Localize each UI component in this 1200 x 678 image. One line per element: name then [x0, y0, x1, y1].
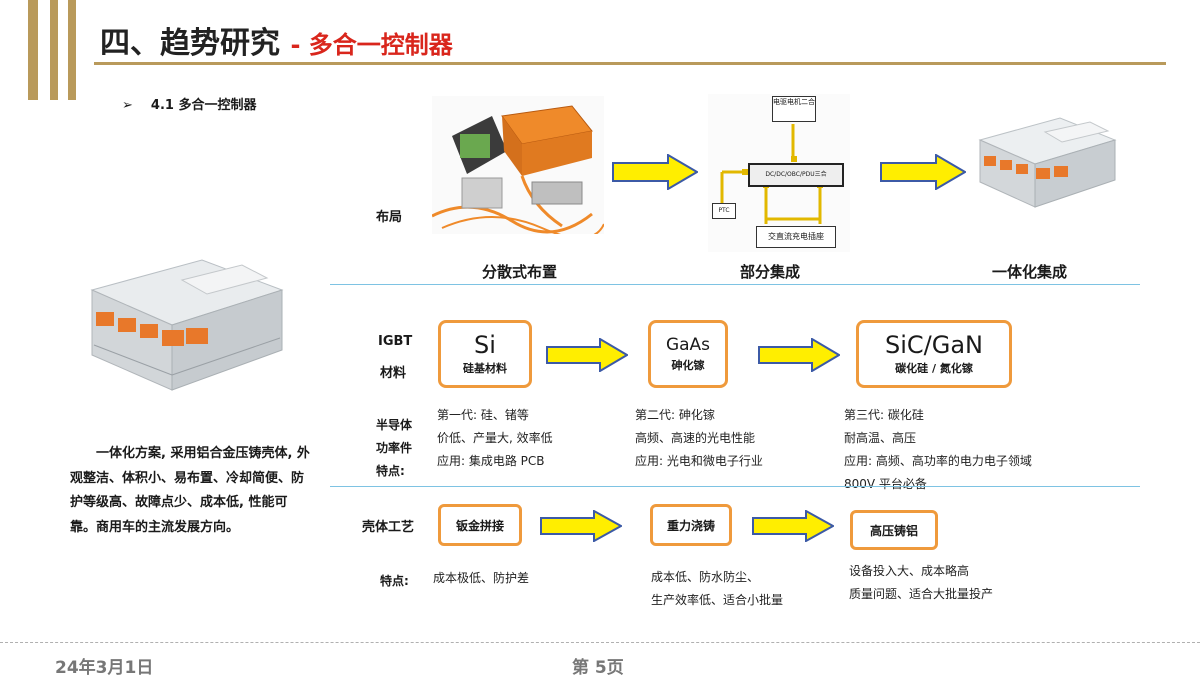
semi-gen2-line1: 第二代: 砷化镓 — [635, 408, 715, 422]
layout-label: 布局 — [376, 210, 403, 225]
semi-gen1-line3: 应用: 集成电路 PCB — [437, 454, 545, 468]
material-gaas-name: 砷化镓 — [671, 359, 705, 372]
semi-gen3-line2: 耐高温、高压 — [844, 431, 917, 445]
integrated-controller-small-image — [978, 117, 1117, 208]
shell-col3: 设备投入大、成本略高 质量问题、适合大批量投产 — [849, 560, 993, 606]
description-text: 一体化方案, 采用铝合金压铸壳体, 外观整洁、体积小、易布置、冷却简便、防护等级… — [70, 446, 310, 535]
material-si-symbol: Si — [474, 331, 496, 359]
section-heading-text: 4.1 多合一控制器 — [150, 98, 257, 113]
shell-col1-line1: 成本极低、防护差 — [433, 571, 530, 585]
arrow-material-1 — [546, 338, 628, 372]
decor-bar-1 — [28, 0, 38, 100]
shell-col2-line2: 生产效率低、适合小批量 — [651, 593, 784, 607]
shell-col1: 成本极低、防护差 — [433, 567, 529, 590]
process-box-gravity-casting: 重力浇铸 — [650, 504, 732, 546]
shell-col3-line2: 质量问题、适合大批量投产 — [849, 587, 994, 601]
material-label: 材料 — [380, 366, 407, 381]
semiconductor-label-2: 功率件 — [376, 441, 413, 455]
footer-page-number: 第 5页 — [572, 653, 624, 678]
material-sic-gan-name: 碳化硅 / 氮化镓 — [895, 362, 973, 375]
semiconductor-col1: 第一代: 硅、锗等 价低、产量大, 效率低 应用: 集成电路 PCB — [437, 404, 553, 473]
diagram-box-left: PTC — [712, 203, 736, 219]
integrated-controller-image — [90, 259, 284, 391]
semi-gen3-line4: 800V 平台必备 — [844, 477, 927, 491]
arrow-layout-1 — [612, 154, 698, 190]
diagram-box-top: 电驱电机二合 — [772, 96, 816, 122]
semiconductor-col3: 第三代: 碳化硅 耐高温、高压 应用: 高频、高功率的电力电子领域 800V 平… — [844, 404, 1032, 496]
separator-1 — [330, 284, 1140, 285]
decor-bar-3 — [68, 0, 76, 100]
diagram-box-bottom: 交直流充电插座 — [756, 226, 836, 248]
arrow-shell-2 — [752, 510, 834, 542]
section-heading: ➢ 4.1 多合一控制器 — [122, 94, 256, 113]
integration-description: 一体化方案, 采用铝合金压铸壳体, 外观整洁、体积小、易布置、冷却简便、防护等级… — [70, 442, 310, 540]
shell-col2: 成本低、防水防尘、 生产效率低、适合小批量 — [651, 566, 783, 612]
material-box-sic-gan: SiC/GaN 碳化硅 / 氮化镓 — [856, 320, 1012, 388]
shell-process-label: 壳体工艺 — [362, 520, 415, 535]
footer-divider — [0, 642, 1200, 643]
semi-gen3-line1: 第三代: 碳化硅 — [844, 408, 924, 422]
semiconductor-label-1: 半导体 — [376, 418, 413, 432]
column-header-distributed: 分散式布置 — [482, 263, 558, 281]
semiconductor-col2: 第二代: 砷化镓 高频、高速的光电性能 应用: 光电和微电子行业 — [635, 404, 763, 473]
page-title-main: 四、趋势研究 — [100, 26, 280, 61]
arrow-shell-1 — [540, 510, 622, 542]
material-box-si: Si 硅基材料 — [438, 320, 532, 388]
arrow-layout-2 — [880, 154, 966, 190]
page-suffix: 页 — [606, 658, 624, 678]
material-gaas-symbol: GaAs — [665, 335, 711, 355]
separator-2 — [330, 486, 1140, 487]
bullet-arrow-icon: ➢ — [122, 98, 133, 113]
semiconductor-label: 半导体 功率件 特点: — [376, 414, 412, 483]
decor-bar-2 — [50, 0, 58, 100]
semi-gen1-line1: 第一代: 硅、锗等 — [437, 408, 529, 422]
material-box-gaas: GaAs 砷化镓 — [648, 320, 728, 388]
igbt-label: IGBT — [378, 334, 413, 349]
page-prefix: 第 — [572, 658, 595, 678]
diagram-box-center: DC/DC/OBC/PDU三合 — [748, 163, 844, 187]
page-title: 四、趋势研究 - 多合一控制器 — [100, 18, 453, 62]
shell-feature-label: 特点: — [380, 574, 409, 588]
material-sic-gan-symbol: SiC/GaN — [884, 331, 983, 359]
column-header-integrated: 一体化集成 — [992, 263, 1068, 281]
semi-gen3-line3: 应用: 高频、高功率的电力电子领域 — [844, 454, 1032, 468]
title-underline — [94, 62, 1166, 65]
semiconductor-label-3: 特点: — [376, 464, 405, 478]
shell-col3-line1: 设备投入大、成本略高 — [849, 564, 970, 578]
semi-gen2-line2: 高频、高速的光电性能 — [635, 431, 756, 445]
semi-gen2-line3: 应用: 光电和微电子行业 — [635, 454, 763, 468]
semi-gen1-line2: 价低、产量大, 效率低 — [437, 431, 553, 445]
footer-date: 24年3月1日 — [55, 658, 154, 678]
page-title-sub: - 多合一控制器 — [290, 31, 453, 59]
column-header-partial: 部分集成 — [740, 263, 801, 281]
process-box-die-casting: 高压铸铝 — [850, 510, 938, 550]
process-box-sheet-metal: 钣金拼接 — [438, 504, 522, 546]
material-si-name: 硅基材料 — [463, 362, 507, 375]
arrow-material-2 — [758, 338, 840, 372]
shell-col2-line1: 成本低、防水防尘、 — [651, 570, 760, 584]
page-num: 5 — [594, 658, 607, 678]
distributed-layout-image — [432, 96, 604, 234]
